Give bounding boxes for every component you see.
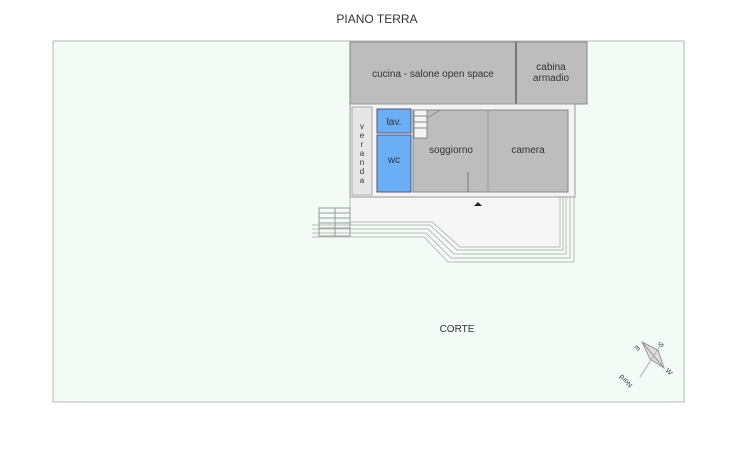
svg-text:a: a bbox=[360, 149, 365, 158]
entry-stairs bbox=[318, 207, 351, 237]
label-closet-2: armadio bbox=[533, 73, 570, 84]
svg-text:d: d bbox=[360, 167, 364, 176]
label-closet-1: cabina bbox=[536, 62, 566, 73]
plan-title: PIANO TERRA bbox=[336, 12, 417, 26]
label-living: soggiorno bbox=[429, 145, 473, 156]
svg-text:W: W bbox=[664, 367, 674, 377]
svg-text:S: S bbox=[657, 341, 665, 349]
svg-text:v: v bbox=[360, 122, 364, 131]
room-wc bbox=[376, 134, 412, 193]
inner-stairs bbox=[413, 109, 441, 139]
label-wc: wc bbox=[387, 155, 400, 166]
label-veranda: v e r a n d a bbox=[360, 122, 365, 185]
room-veranda bbox=[351, 106, 373, 196]
label-courtyard: CORTE bbox=[440, 324, 475, 335]
svg-text:r: r bbox=[361, 140, 364, 149]
room-kitchen bbox=[349, 41, 588, 105]
svg-text:n: n bbox=[360, 158, 364, 167]
svg-text:a: a bbox=[360, 176, 365, 185]
label-kitchen: cucina - salone open space bbox=[372, 69, 494, 80]
room-laundry bbox=[376, 108, 412, 134]
terrace bbox=[312, 196, 575, 263]
label-laundry: lav. bbox=[387, 117, 402, 128]
svg-text:e: e bbox=[360, 131, 365, 140]
label-bedroom: camera bbox=[511, 145, 545, 156]
svg-text:E: E bbox=[632, 344, 640, 352]
entrance-icon bbox=[474, 202, 482, 206]
room-living bbox=[412, 109, 569, 193]
